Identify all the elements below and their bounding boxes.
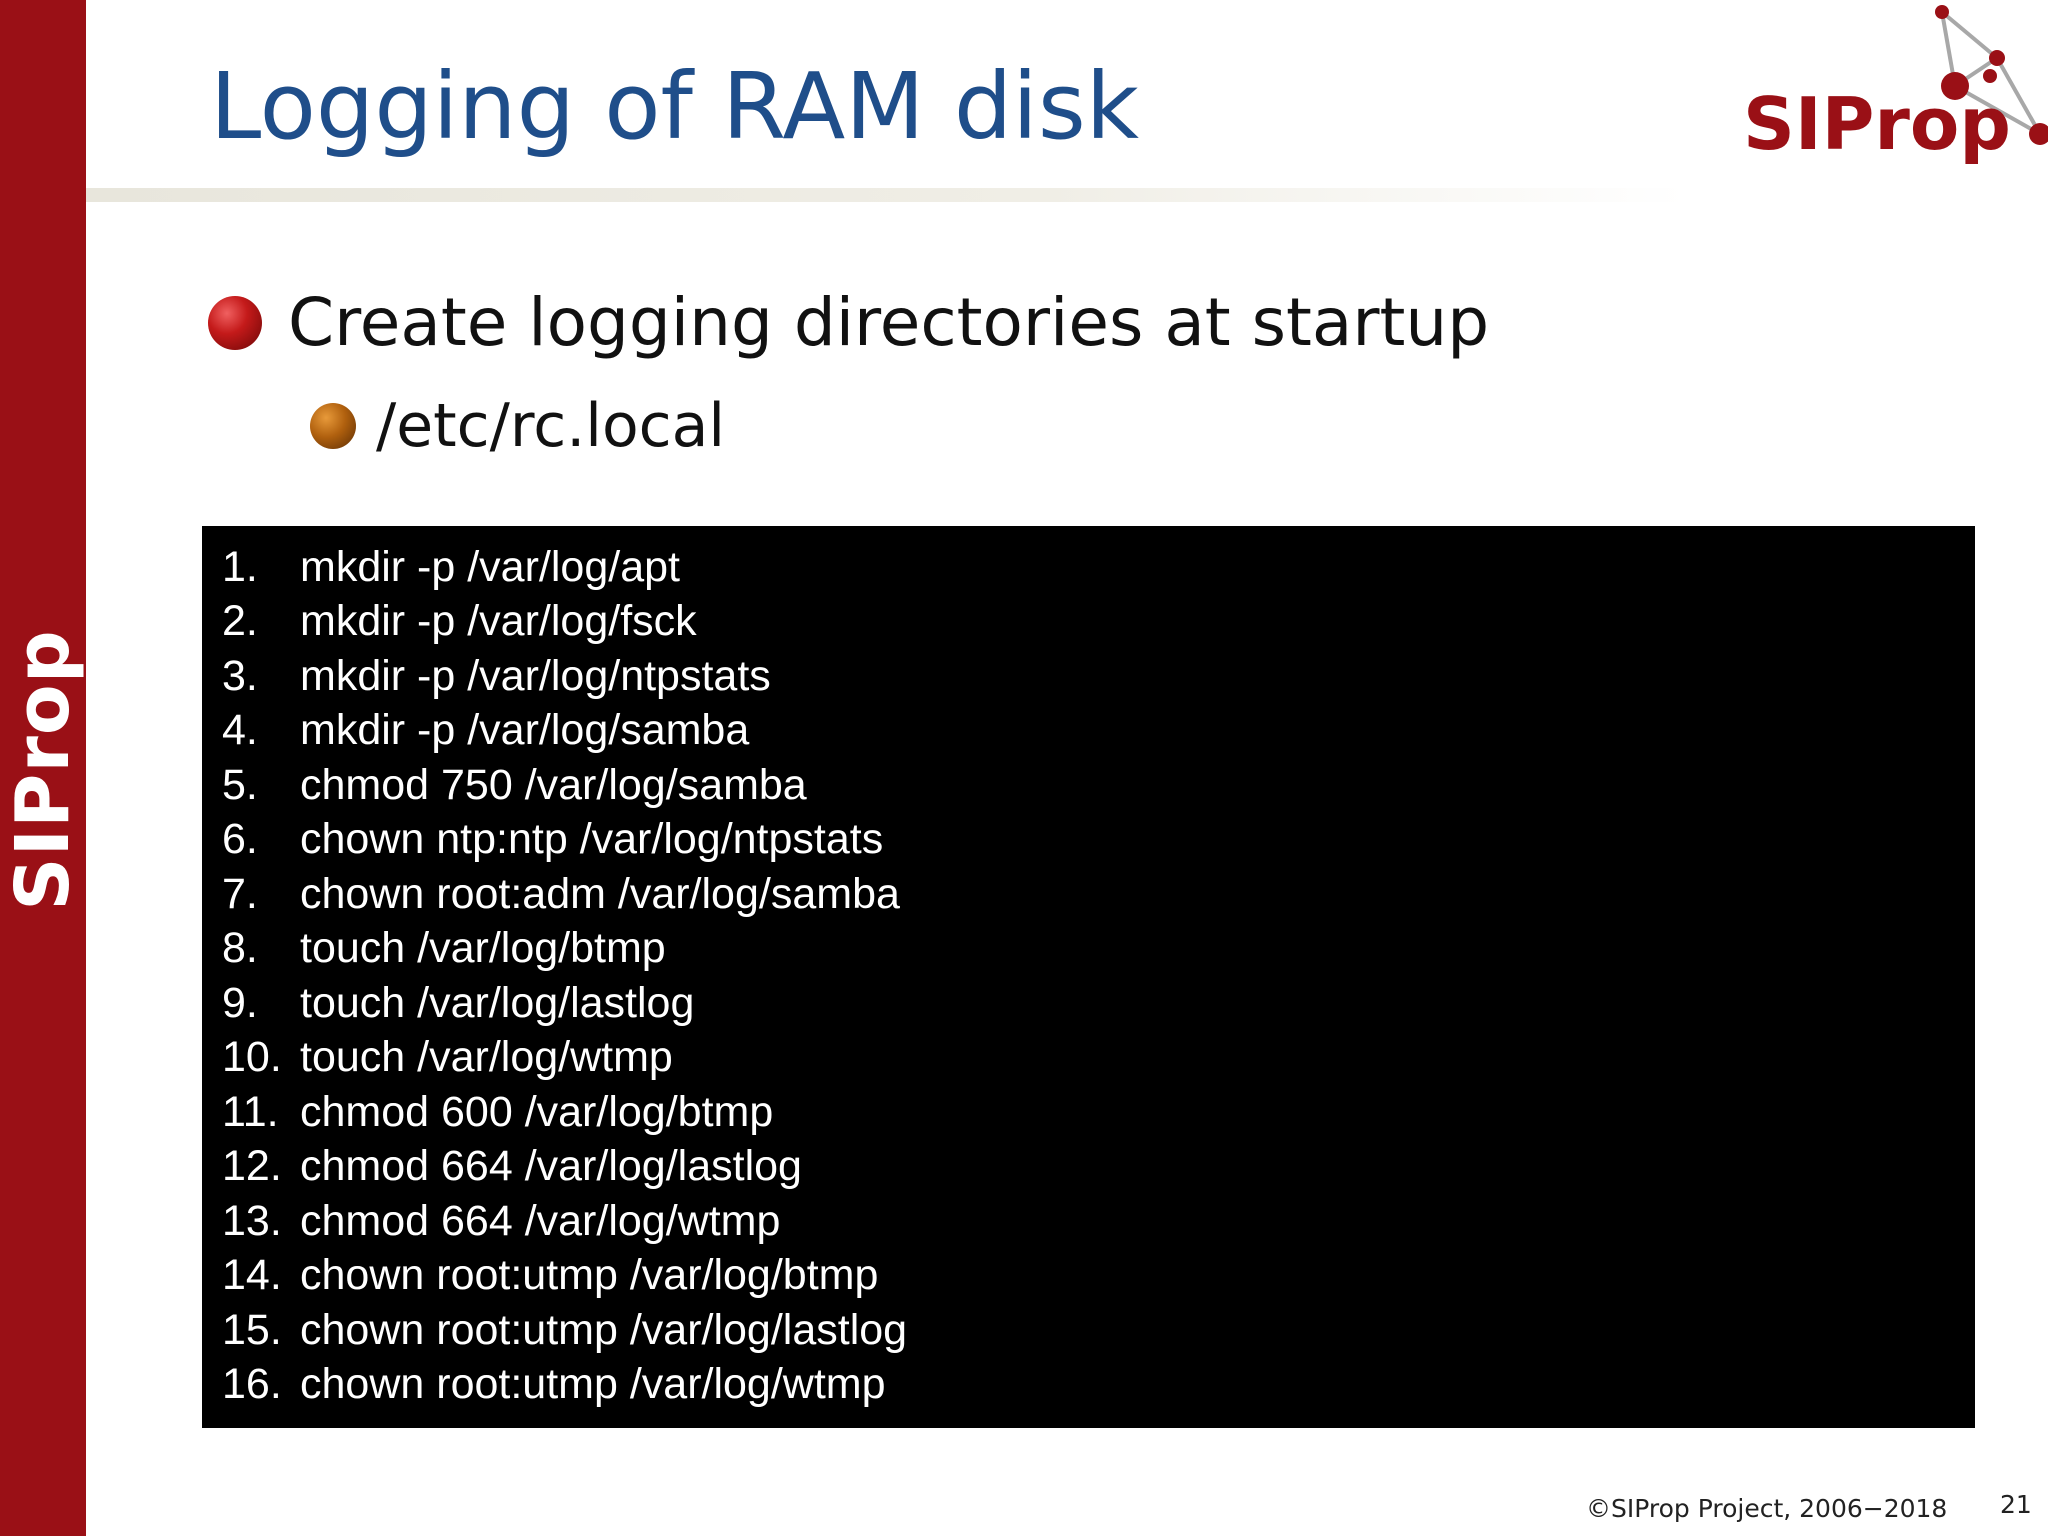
code-line: 7. chown root:adm /var/log/samba [222,867,1975,922]
line-number: 15. [222,1305,282,1354]
line-number: 11. [222,1087,279,1136]
code-text: touch /var/log/wtmp [300,1033,673,1082]
slide-title: Logging of RAM disk [210,53,1140,160]
line-number: 2. [222,597,258,646]
code-text: chown root:adm /var/log/samba [300,869,900,918]
code-line: 5. chmod 750 /var/log/samba [222,758,1975,813]
line-number: 6. [222,815,258,864]
code-text: mkdir -p /var/log/samba [300,706,750,755]
code-line: 8. touch /var/log/btmp [222,922,1975,977]
code-text: chown root:utmp /var/log/lastlog [300,1305,908,1354]
line-number: 12. [222,1142,282,1191]
code-line: 1. mkdir -p /var/log/apt [222,540,1975,595]
code-line: 11. chmod 600 /var/log/btmp [222,1085,1975,1140]
code-text: chown root:utmp /var/log/wtmp [300,1360,886,1409]
code-line: 14. chown root:utmp /var/log/btmp [222,1249,1975,1304]
sidebar-band: SIProp [0,0,86,1536]
code-text: chown ntp:ntp /var/log/ntpstats [300,815,884,864]
line-number: 16. [222,1360,282,1409]
code-text: mkdir -p /var/log/ntpstats [300,651,771,700]
line-number: 8. [222,924,258,973]
line-number: 4. [222,706,258,755]
code-line: 6. chown ntp:ntp /var/log/ntpstats [222,813,1975,868]
code-block: 1. mkdir -p /var/log/apt 2. mkdir -p /var/… [202,526,1975,1428]
code-line: 12. chmod 664 /var/log/lastlog [222,1140,1975,1195]
code-text: touch /var/log/btmp [300,924,666,973]
footer-copyright: ©SIProp Project, 2006−2018 [1586,1494,1948,1523]
code-line: 3. mkdir -p /var/log/ntpstats [222,649,1975,704]
code-text: chmod 600 /var/log/btmp [300,1087,774,1136]
code-text: mkdir -p /var/log/fsck [300,597,697,646]
code-line: 9. touch /var/log/lastlog [222,976,1975,1031]
line-number: 13. [222,1196,282,1245]
code-line: 10. touch /var/log/wtmp [222,1031,1975,1086]
code-text: chmod 664 /var/log/wtmp [300,1196,781,1245]
code-line: 15. chown root:utmp /var/log/lastlog [222,1303,1975,1358]
page-number: 21 [2000,1490,2032,1519]
bullet-item-level-2: /etc/rc.local [310,396,725,456]
code-text: chown root:utmp /var/log/btmp [300,1251,879,1300]
line-number: 1. [222,542,258,591]
line-number: 5. [222,760,258,809]
code-line: 16. chown root:utmp /var/log/wtmp [222,1358,1975,1413]
line-number: 3. [222,651,258,700]
siprop-logo: SIProp [1735,0,2048,190]
line-number: 7. [222,869,258,918]
red-ball-bullet-icon [208,296,262,350]
bullet-item-level-1: Create logging directories at startup [208,290,1489,356]
code-list: 1. mkdir -p /var/log/apt 2. mkdir -p /var/… [222,540,1975,1412]
bullet-text: Create logging directories at startup [288,284,1490,361]
bullet-text: /etc/rc.local [376,391,726,461]
code-text: chmod 664 /var/log/lastlog [300,1142,802,1191]
code-line: 13. chmod 664 /var/log/wtmp [222,1194,1975,1249]
line-number: 14. [222,1251,282,1300]
line-number: 9. [222,978,258,1027]
code-line: 2. mkdir -p /var/log/fsck [222,595,1975,650]
title-divider [86,188,1686,202]
network-nodes-icon [1935,5,2048,145]
code-text: touch /var/log/lastlog [300,978,695,1027]
line-number: 10. [222,1033,282,1082]
logo-wordmark: SIProp [1743,82,2011,166]
sidebar-logo: SIProp [0,629,86,911]
orange-ball-bullet-icon [310,403,356,449]
code-text: chmod 750 /var/log/samba [300,760,807,809]
code-text: mkdir -p /var/log/apt [300,542,680,591]
code-line: 4. mkdir -p /var/log/samba [222,704,1975,759]
